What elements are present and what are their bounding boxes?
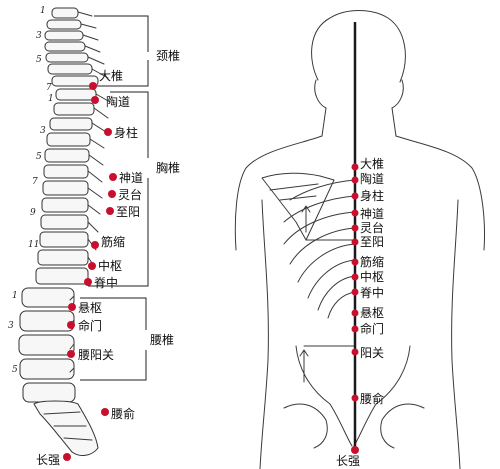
vertebra-number: 7 bbox=[32, 177, 38, 187]
acupoint-marker bbox=[351, 348, 359, 356]
acupoint-marker bbox=[68, 303, 76, 311]
acupoint-marker bbox=[89, 82, 97, 90]
shoulder-outline bbox=[234, 135, 485, 251]
torso-outline bbox=[259, 199, 461, 469]
back-point-label: 腰俞 bbox=[360, 391, 384, 406]
sacrum bbox=[33, 400, 99, 456]
spine-point-label: 腰阳关 bbox=[78, 348, 114, 362]
region-label-cervical: 颈椎 bbox=[156, 48, 180, 63]
spine-point-label: 中枢 bbox=[98, 258, 122, 273]
spine-point-label: 身柱 bbox=[114, 125, 138, 140]
acupoint-marker bbox=[63, 453, 71, 461]
back-acupoints: 大椎 陶道 身柱 神道 灵台 至阳 筋缩 中枢 脊中 悬枢 命门 阳关 腰俞 长… bbox=[336, 156, 384, 468]
back-point-label: 大椎 bbox=[360, 156, 384, 171]
acupoint-marker bbox=[351, 325, 359, 333]
acupoint-marker bbox=[67, 321, 75, 329]
back-point-label: 中枢 bbox=[360, 269, 384, 284]
vertebra-number: 7 bbox=[46, 83, 52, 93]
thoracic-vertebrae bbox=[35, 88, 111, 285]
neck-outline bbox=[321, 107, 397, 137]
acupoint-marker bbox=[91, 241, 99, 249]
lumbar-bracket bbox=[80, 297, 147, 381]
back-point-label: 灵台 bbox=[360, 220, 384, 235]
acupoint-marker bbox=[104, 128, 112, 136]
spine-point-label: 神道 bbox=[119, 171, 143, 185]
back-point-label: 至阳 bbox=[360, 235, 384, 249]
vertebra-number: 5 bbox=[36, 152, 42, 162]
vertebra-number: 3 bbox=[8, 321, 14, 331]
back-figure bbox=[234, 10, 485, 469]
vertebra-number: 3 bbox=[36, 31, 42, 41]
acupoint-marker bbox=[351, 288, 359, 296]
vertebra-number: 11 bbox=[28, 240, 39, 250]
spine-point-label: 命门 bbox=[78, 318, 102, 333]
region-label-thoracic: 胸椎 bbox=[156, 160, 180, 175]
spine-point-label: 筋缩 bbox=[101, 234, 125, 249]
back-point-label: 陶道 bbox=[360, 171, 384, 186]
acupoint-marker bbox=[351, 446, 359, 454]
spine-point-label: 至阳 bbox=[116, 205, 140, 219]
acupoint-marker bbox=[108, 190, 116, 198]
acupoint-marker bbox=[351, 238, 359, 246]
acupoint-marker bbox=[351, 192, 359, 200]
vertebra-number: 1 bbox=[40, 6, 46, 16]
scapula bbox=[261, 172, 335, 241]
spine-acupoints: 大椎 陶道 身柱 神道 灵台 至阳 筋缩 中枢 脊中 悬枢 命门 腰阳关 腰俞 … bbox=[36, 68, 143, 467]
acupoint-marker bbox=[351, 176, 359, 184]
region-label-lumbar: 腰椎 bbox=[150, 332, 174, 347]
vertebra-numbers: 1 3 5 7 1 3 5 7 9 11 1 3 5 bbox=[8, 6, 54, 375]
acupoint-marker bbox=[351, 258, 359, 266]
head-outline bbox=[311, 10, 406, 83]
acupoint-marker bbox=[67, 350, 75, 358]
cervical-vertebrae bbox=[44, 7, 109, 87]
acupoint-marker bbox=[351, 163, 359, 171]
acupoint-marker bbox=[109, 173, 117, 181]
acupoint-marker bbox=[101, 408, 109, 416]
ribs bbox=[283, 179, 356, 319]
region-brackets: 颈椎 胸椎 腰椎 bbox=[80, 15, 180, 381]
back-point-label: 筋缩 bbox=[360, 254, 384, 269]
back-point-label: 神道 bbox=[360, 207, 384, 221]
acupoint-marker bbox=[106, 207, 114, 215]
acupoint-marker bbox=[84, 278, 92, 286]
acupoint-marker bbox=[351, 394, 359, 402]
back-point-label: 命门 bbox=[360, 321, 384, 336]
acupoint-marker bbox=[351, 224, 359, 232]
vertebra-number: 9 bbox=[30, 208, 36, 218]
arrow-lower bbox=[299, 349, 309, 383]
spine-illustration bbox=[18, 7, 111, 456]
back-point-label: 脊中 bbox=[360, 285, 384, 300]
acupoint-marker bbox=[91, 96, 99, 104]
acupoint-marker bbox=[351, 273, 359, 281]
spine-point-label: 腰俞 bbox=[111, 406, 135, 421]
acupoint-marker bbox=[351, 309, 359, 317]
spine-point-label: 陶道 bbox=[106, 94, 130, 109]
spine-point-label: 长强 bbox=[36, 453, 60, 467]
vertebra-number: 5 bbox=[12, 365, 18, 375]
back-point-label: 身柱 bbox=[360, 188, 384, 203]
vertebra-number: 1 bbox=[48, 94, 54, 104]
cervical-bracket bbox=[94, 15, 149, 87]
thoracic-bracket bbox=[88, 91, 149, 287]
spine-point-label: 大椎 bbox=[99, 68, 123, 83]
vertebra-number: 1 bbox=[12, 291, 18, 301]
pelvis bbox=[295, 345, 411, 447]
arrow-upper bbox=[301, 205, 311, 233]
back-point-label: 阳关 bbox=[360, 346, 384, 360]
acupoint-marker bbox=[88, 262, 96, 270]
vertebra-number: 3 bbox=[40, 126, 46, 136]
back-point-label: 悬枢 bbox=[360, 305, 384, 320]
lumbar-vertebrae bbox=[18, 287, 76, 403]
vertebra-number: 5 bbox=[36, 55, 42, 65]
spine-point-label: 灵台 bbox=[118, 187, 142, 202]
acupoint-marker bbox=[351, 209, 359, 217]
back-point-label: 长强 bbox=[336, 454, 360, 468]
spine-point-label: 脊中 bbox=[94, 275, 118, 290]
spine-point-label: 悬枢 bbox=[78, 300, 102, 315]
